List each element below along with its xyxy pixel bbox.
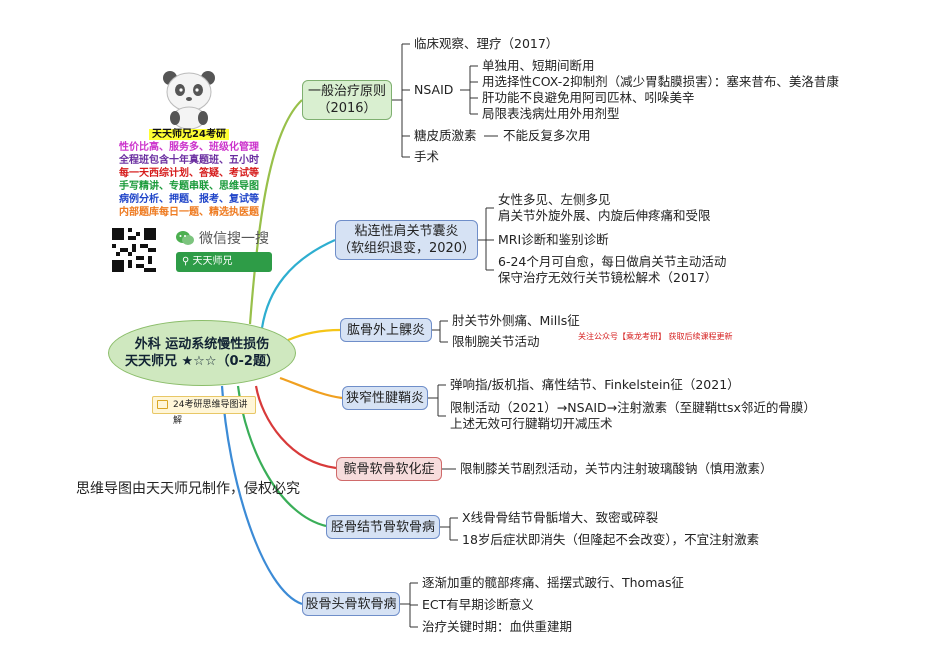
leaf-text: 限制膝关节剧烈活动，关节内注射玻璃酸钠（慎用激素）: [460, 461, 773, 476]
promo-line: 内部题库每日一题、精选执医题: [119, 207, 259, 218]
connector-branch-7: [220, 385, 303, 606]
search-icon: ⚲: [182, 256, 190, 267]
leaf-text: NSAID: [414, 82, 454, 97]
connector-branch-6-items: [440, 517, 458, 541]
mindmap-lecture-tag-text: 24考研思维导图讲解: [173, 400, 248, 426]
promo-line: 性价比高、服务多、班级化管理: [119, 142, 259, 153]
wechat-label-text: 微信搜一搜: [199, 231, 269, 247]
leaf-text: 18岁后症状即消失（但隆起不会改变），不宜注射激素: [462, 532, 760, 547]
connector-branch-5: [254, 385, 337, 470]
branch-node-chondromalacia-patellae: 髌骨软骨软化症: [336, 457, 442, 481]
branch-node-frozen-shoulder: 粘连性肩关节囊炎 （软组织退变，2020）: [335, 220, 478, 260]
leaf-text: 肝功能不良避免用阿司匹林、吲哚美辛: [482, 90, 695, 105]
central-topic: 外科 运动系统慢性损伤 天天师兄 ★☆☆（0-2题）: [108, 320, 296, 386]
panda-mascot-icon: [163, 71, 215, 130]
leaf-text: 局限表浅病灶用外用剂型: [482, 106, 620, 121]
leaf-text: 逐渐加重的髋部疼痛、摇摆式跛行、Thomas征: [422, 575, 685, 590]
leaf-text: 肘关节外侧痛、Mills征: [452, 313, 580, 328]
leaf-text: 上述无效可行腱鞘切开减压术: [450, 416, 613, 431]
promo-line: 每一天西综计划、答疑、考试等: [119, 168, 259, 179]
leaf-text: 单独用、短期间断用: [482, 58, 595, 73]
branch-1-label: 一般治疗原则: [307, 84, 386, 99]
leaf-text: 肩关节外旋外展、内旋后伸疼痛和受限: [498, 208, 711, 223]
qr-code-icon: [112, 228, 156, 272]
leaf-text: MRI诊断和鉴别诊断: [498, 232, 609, 247]
leaf-text: 弹响指/扳机指、痛性结节、Finkelstein征（2021）: [450, 377, 740, 392]
connector-branch-2: [260, 238, 336, 329]
promo-line: 全程班包含十年真题班、五小时: [119, 155, 259, 166]
search-box-text: 天天师兄: [192, 256, 233, 267]
promo-lines: 性价比高、服务多、班级化管理全程班包含十年真题班、五小时每一天西综计划、答疑、考…: [114, 141, 264, 219]
branch-node-stenosing-tenosynovitis: 狭窄性腱鞘炎: [342, 386, 428, 410]
leaf-text: 限制活动（2021）→NSAID→注射激素（至腱鞘ttsx邻近的骨膜）: [450, 400, 816, 415]
branch-4-label: 狭窄性腱鞘炎: [345, 390, 424, 406]
branch-1-sublabel: （2016）: [317, 101, 377, 116]
branch-5-label: 髌骨软骨软化症: [343, 461, 435, 477]
promo-line: 病例分析、押题、报考、复试等: [119, 194, 259, 205]
connector-branch-4-items: [428, 384, 446, 417]
leaf-text: ECT有早期诊断意义: [422, 597, 534, 612]
branch-7-label: 股骨头骨软骨病: [305, 596, 397, 612]
branch-node-general-principles: 一般治疗原则 （2016）: [302, 80, 392, 120]
connector-branch-7-items: [400, 582, 418, 628]
leaf-text: 治疗关键时期：血供重建期: [422, 619, 573, 634]
leaf-text: 不能反复多次用: [503, 128, 591, 143]
leaf-text: 用选择性COX-2抑制剂（减少胃黏膜损害）：塞来昔布、美洛昔康: [482, 74, 839, 89]
branch-3-label: 肱骨外上髁炎: [346, 322, 425, 338]
central-topic-line2: 天天师兄 ★☆☆（0-2题）: [125, 354, 279, 369]
leaf-text: 女性多见、左侧多见: [498, 192, 611, 207]
promo-line: 手写精讲、专题串联、思维导图: [119, 181, 259, 192]
branch-2-sublabel: （软组织退变，2020）: [337, 241, 476, 256]
connector-branch-1-items: [392, 43, 498, 158]
wechat-search-box[interactable]: ⚲ 天天师兄: [176, 252, 272, 272]
leaf-text: 手术: [414, 149, 440, 164]
wechat-search-label: 微信搜一搜: [175, 228, 269, 248]
follow-notice: 关注公众号【乘龙考研】 获取后续课程更新: [578, 332, 733, 341]
promo-title: 天天师兄24考研: [114, 128, 264, 141]
connector-branch-3: [287, 328, 341, 342]
leaf-text: X线骨骨结节骨骺增大、致密或碎裂: [462, 510, 659, 525]
branch-node-femoral-head-osteochondrosis: 股骨头骨软骨病: [302, 592, 400, 616]
connector-branch-4: [279, 376, 343, 400]
promo-block: 天天师兄24考研 性价比高、服务多、班级化管理全程班包含十年真题班、五小时每一天…: [114, 128, 264, 219]
connector-branch-1: [248, 99, 303, 325]
mindmap-lecture-tag: 24考研思维导图讲解: [152, 396, 256, 426]
branch-node-lateral-epicondylitis: 肱骨外上髁炎: [340, 318, 432, 342]
branch-2-label: 粘连性肩关节囊炎: [354, 224, 459, 239]
connector-branch-2-items: [478, 207, 494, 271]
book-icon: [157, 400, 168, 409]
copyright-notice: 思维导图由天天师兄制作，侵权必究: [76, 481, 300, 497]
leaf-text: 限制腕关节活动: [452, 334, 540, 349]
leaf-text: 6-24个月可自愈，每日做肩关节主动活动: [498, 254, 727, 269]
branch-node-tibial-tubercle-osteochondrosis: 胫骨结节骨软骨病: [326, 515, 440, 539]
leaf-text: 临床观察、理疗（2017）: [414, 36, 559, 51]
connector-branch-3-items: [432, 320, 448, 343]
branch-6-label: 胫骨结节骨软骨病: [330, 519, 435, 535]
central-topic-line1: 外科 运动系统慢性损伤: [134, 337, 270, 352]
wechat-icon: [176, 231, 194, 245]
leaf-text: 糖皮质激素: [414, 128, 477, 143]
leaf-text: 保守治疗无效行关节镜松解术（2017）: [498, 270, 718, 285]
